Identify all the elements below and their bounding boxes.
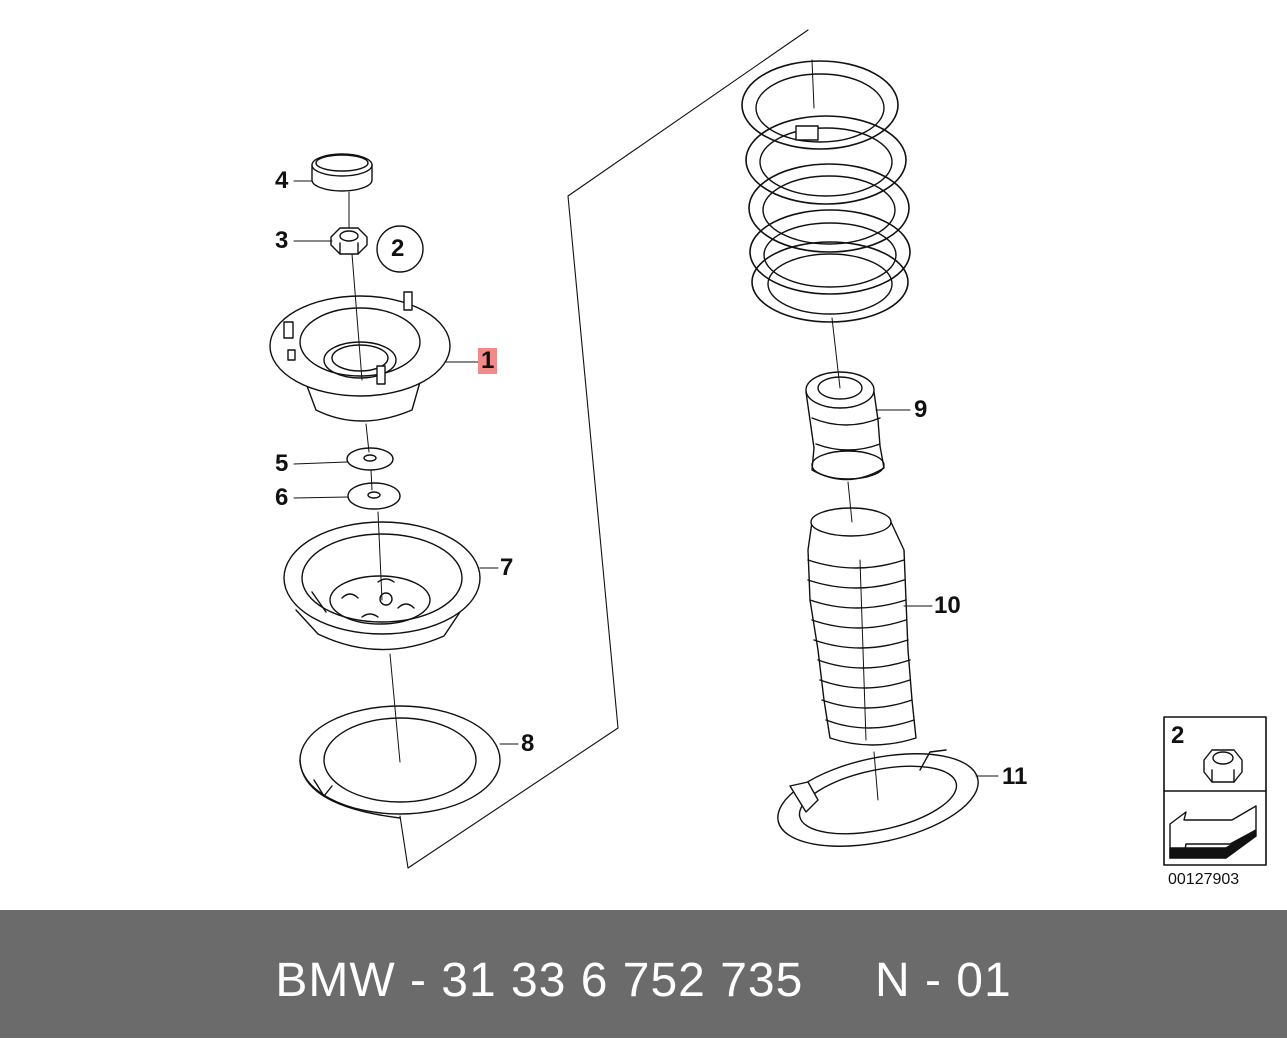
callout-2: 2 <box>391 235 405 262</box>
parts-diagram <box>269 29 1267 869</box>
footer-bar: BMW - 31 33 6 752 735 N - 01 <box>0 910 1287 1038</box>
callout-10: 10 <box>934 592 961 619</box>
callout-11: 11 <box>1002 763 1028 790</box>
nut-icon <box>1203 749 1243 783</box>
inset-label: 2 <box>1171 722 1185 749</box>
part-5-washer <box>346 447 394 471</box>
assembly-boundary-line <box>399 29 809 869</box>
coil-spring <box>741 60 911 323</box>
callout-4: 4 <box>275 167 289 194</box>
callout-leaders <box>293 180 999 777</box>
part-3-nut <box>330 227 368 255</box>
callout-5: 5 <box>275 450 289 477</box>
callout-6: 6 <box>275 484 289 511</box>
part-7-spring-seat <box>283 521 481 651</box>
part-9-bump-stop <box>805 371 885 481</box>
part-number-caption: BMW - 31 33 6 752 735 N - 01 <box>275 954 1012 1007</box>
inset-box <box>1163 716 1267 866</box>
reference-number: 00127903 <box>1168 871 1240 888</box>
callout-9: 9 <box>914 396 928 423</box>
callout-7: 7 <box>500 554 514 581</box>
callout-3: 3 <box>275 227 289 254</box>
callout-8: 8 <box>521 730 535 757</box>
part-1-strut-mount <box>269 291 451 422</box>
part-2-reference-circle <box>376 225 424 273</box>
part-4-cap <box>311 153 373 192</box>
callout-1: 1 <box>478 348 498 374</box>
arrow-icon <box>1169 805 1257 859</box>
axis-lines <box>348 59 879 801</box>
part-6-washer <box>347 482 401 510</box>
